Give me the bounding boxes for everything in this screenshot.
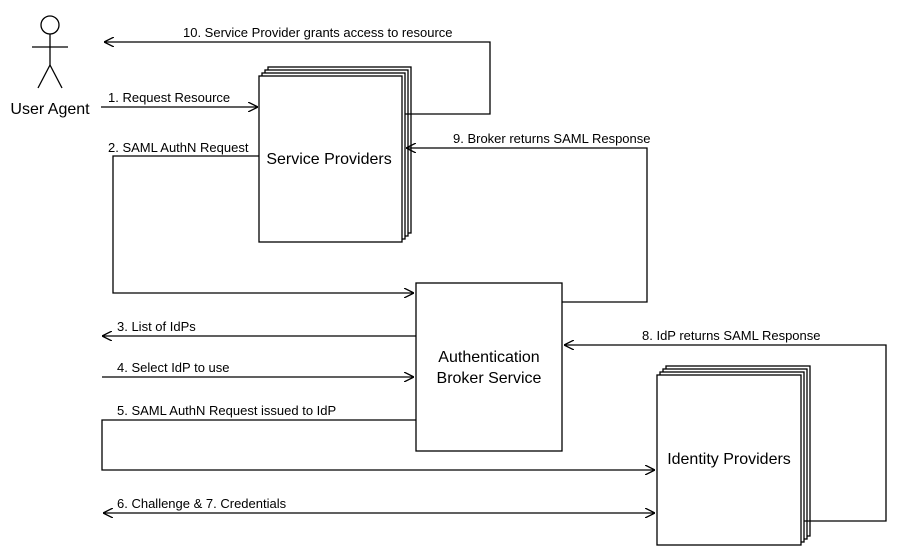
actor-right-leg xyxy=(49,64,63,89)
step-3-label: 3. List of IdPs xyxy=(117,319,196,334)
user-agent-label: User Agent xyxy=(10,101,90,118)
broker-node: Authentication Broker Service xyxy=(415,282,563,452)
step-6-7-label: 6. Challenge & 7. Credentials xyxy=(117,496,287,511)
arrow-step-2 xyxy=(112,155,414,293)
step-9-label: 9. Broker returns SAML Response xyxy=(453,131,651,146)
idp-stack-front xyxy=(656,374,802,546)
actor-head xyxy=(40,15,60,35)
broker-label-line2: Broker Service xyxy=(437,370,542,387)
step-1-label: 1. Request Resource xyxy=(108,90,230,105)
service-providers-node: Service Providers xyxy=(258,66,412,243)
sp-stack-front xyxy=(258,75,403,243)
step-2-label: 2. SAML AuthN Request xyxy=(108,140,249,155)
arrow-step-9 xyxy=(406,148,648,303)
service-providers-label: Service Providers xyxy=(266,151,391,168)
step-8-label: 8. IdP returns SAML Response xyxy=(642,328,820,343)
broker-box xyxy=(415,282,563,452)
broker-label-line1: Authentication xyxy=(438,349,539,366)
arrow-step-10 xyxy=(104,42,491,115)
step-5-label: 5. SAML AuthN Request issued to IdP xyxy=(117,403,336,418)
actor-left-leg xyxy=(37,64,51,89)
arrow-step-8 xyxy=(564,345,887,522)
user-agent-actor xyxy=(32,15,68,89)
step-10-label: 10. Service Provider grants access to re… xyxy=(183,25,453,40)
identity-providers-label: Identity Providers xyxy=(667,451,791,468)
identity-providers-node: Identity Providers xyxy=(656,365,811,546)
step-4-label: 4. Select IdP to use xyxy=(117,360,230,375)
arrow-step-5 xyxy=(101,419,655,470)
